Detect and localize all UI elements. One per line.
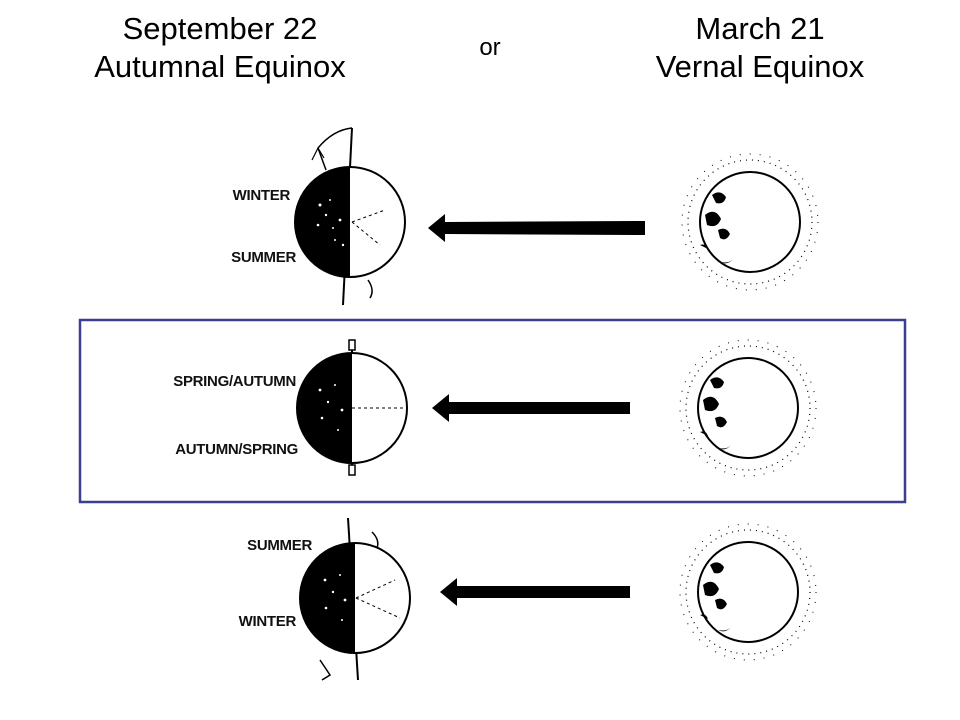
or-label: or — [479, 34, 501, 61]
vernal-equinox-heading: March 21 Vernal Equinox — [590, 10, 930, 86]
left-date: September 22 — [122, 11, 318, 46]
right-date: March 21 — [695, 11, 825, 46]
row-2-upper-label: SPRING/AUTUMN — [173, 373, 296, 390]
sunlight-arrow — [428, 214, 645, 242]
highlight-box — [78, 318, 907, 504]
row-1-lower-label: SUMMER — [231, 249, 296, 266]
row-3-upper-label: SUMMER — [247, 537, 312, 554]
earth-row-2 — [296, 339, 630, 476]
sun-row-2 — [679, 339, 817, 477]
earth-row-3 — [299, 517, 630, 681]
sun-row-1 — [681, 153, 819, 291]
autumnal-equinox-heading: September 22 Autumnal Equinox — [40, 10, 400, 86]
left-event: Autumnal Equinox — [94, 49, 346, 84]
earth-row-1 — [294, 127, 645, 306]
row-3-lower-label: WINTER — [238, 613, 297, 630]
right-event: Vernal Equinox — [655, 49, 865, 84]
row-1-upper-label: WINTER — [232, 187, 291, 204]
row-2-lower-label: AUTUMN/SPRING — [175, 441, 298, 458]
sunlight-arrow — [440, 578, 630, 606]
sunlight-arrow — [432, 394, 630, 422]
sun-row-3 — [679, 523, 817, 661]
